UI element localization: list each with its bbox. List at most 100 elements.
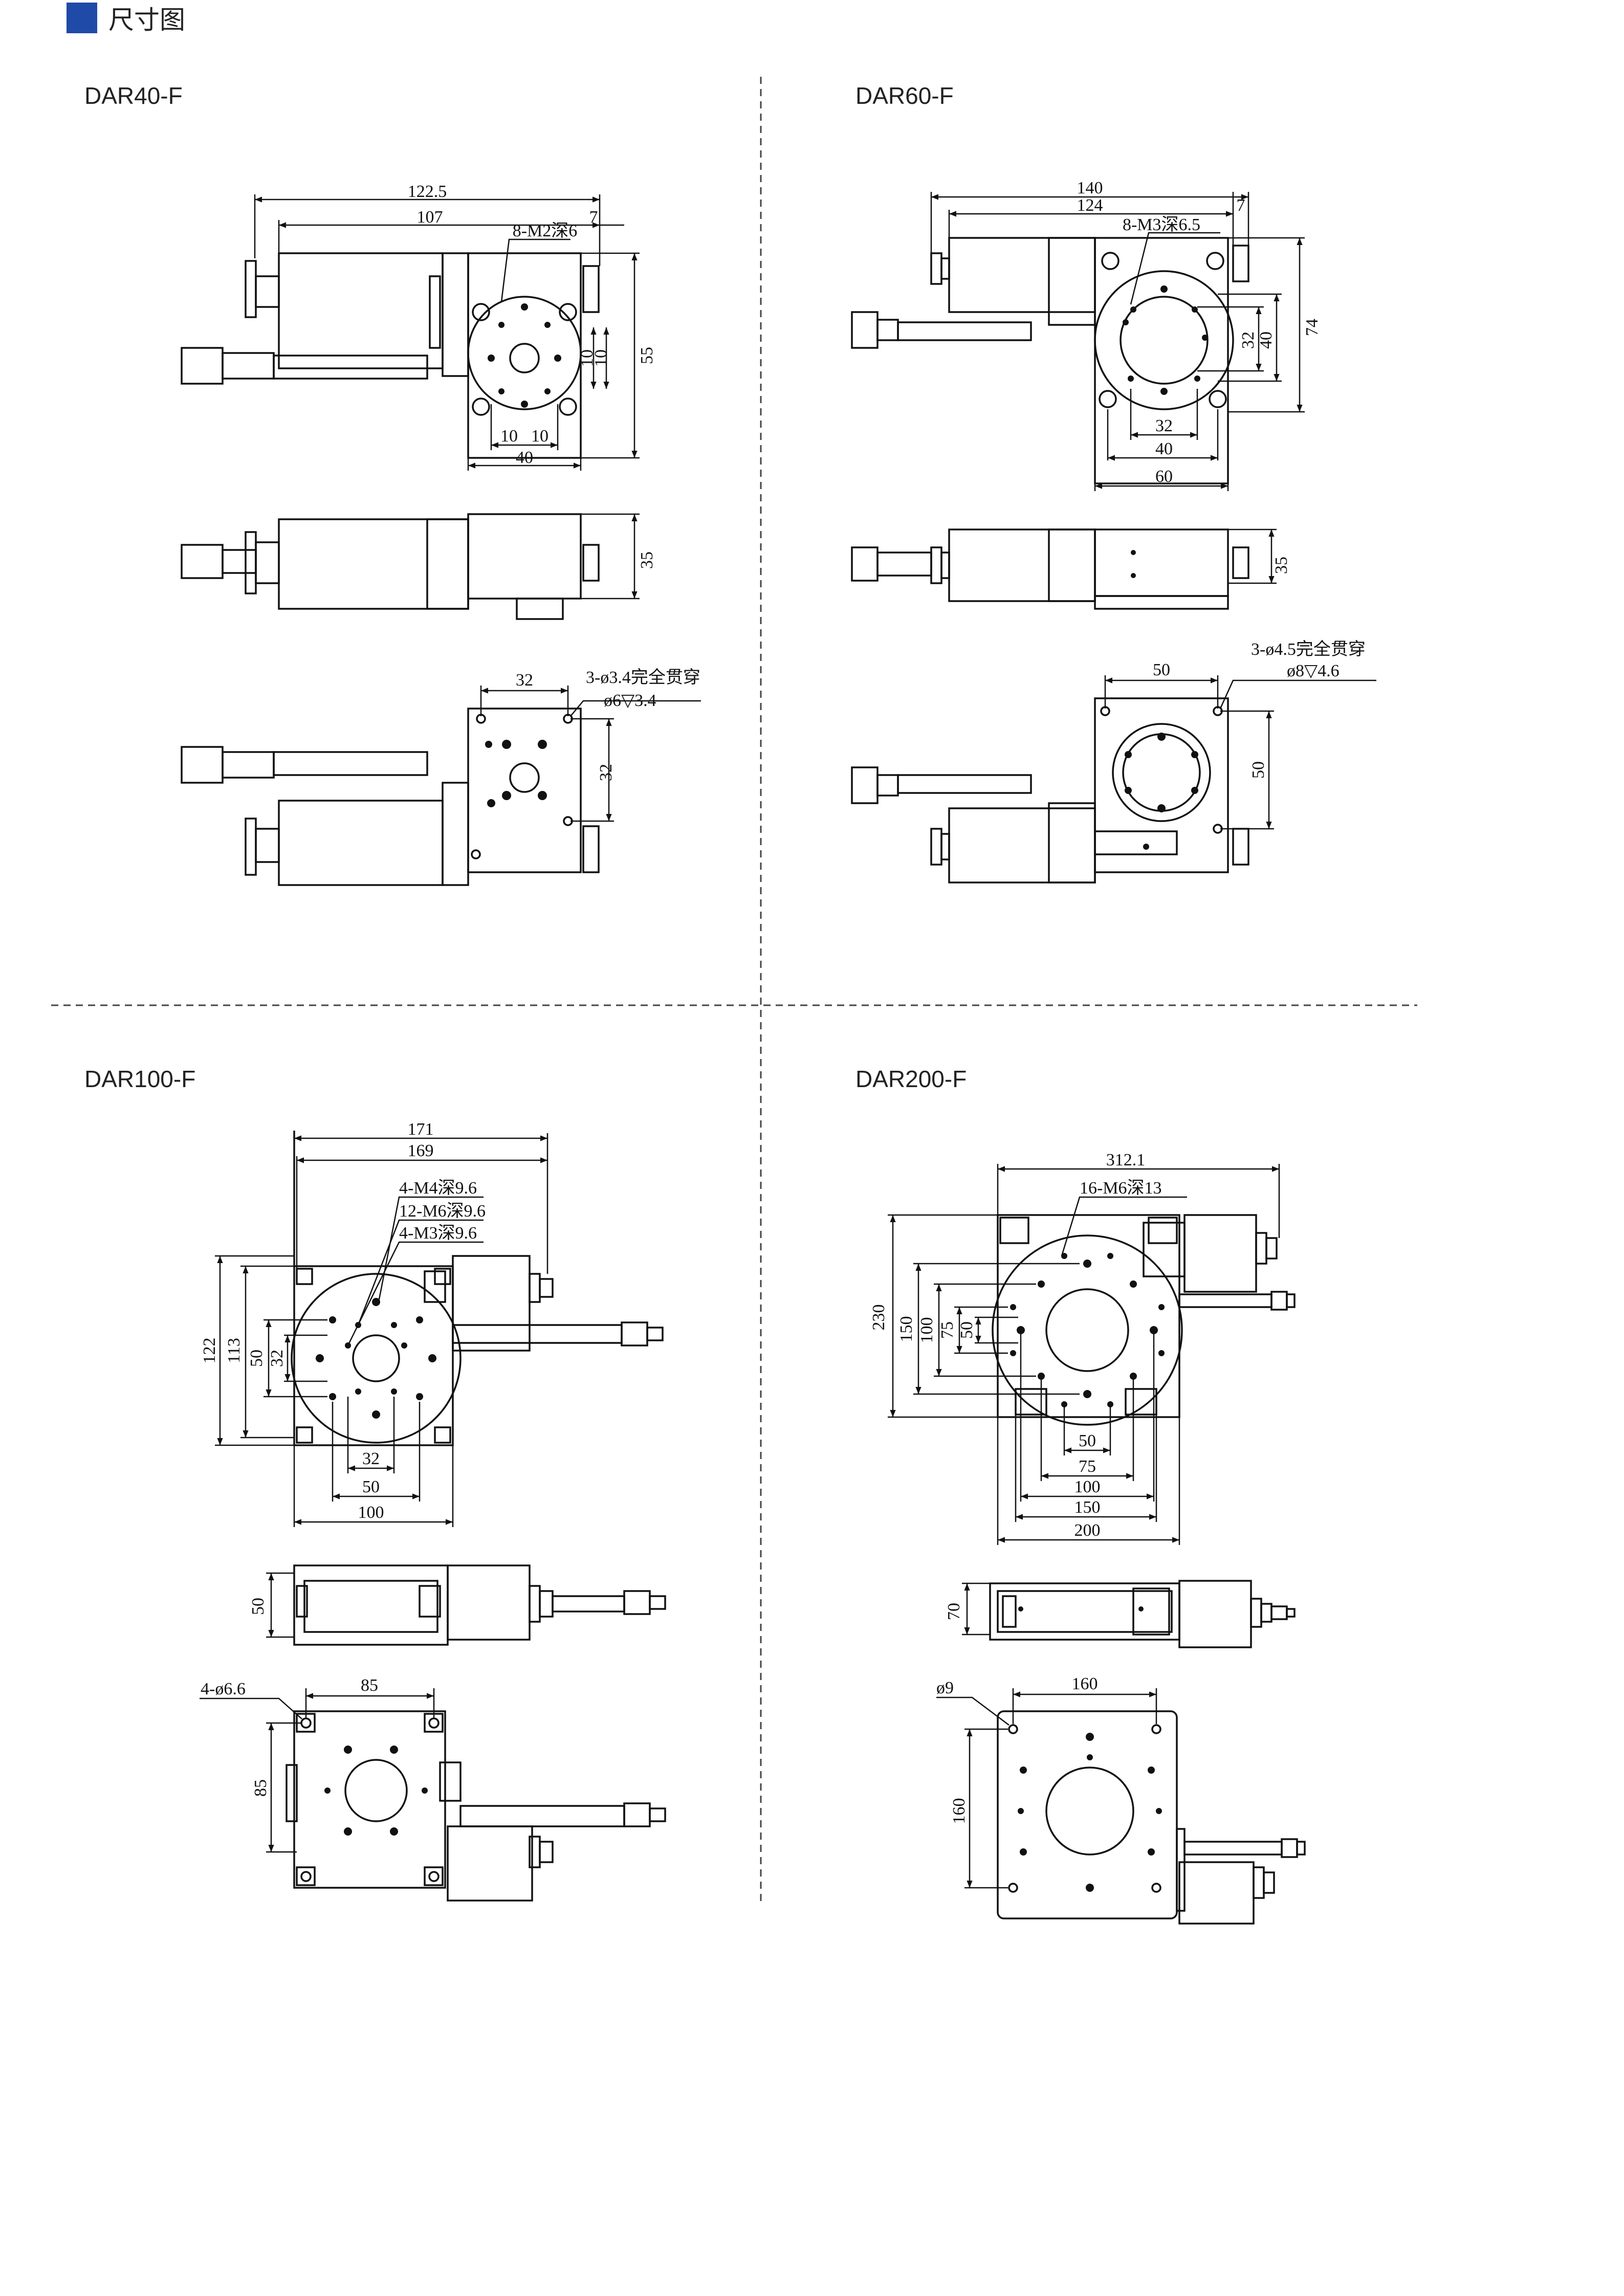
dar60-bottom-dim-text: 50 50 3-ø4.5完全贯穿 ø8▽4.6 <box>1153 639 1366 779</box>
dar60-bottom-dim-width: 50 <box>1153 660 1170 679</box>
dar60-side-dims <box>1228 528 1277 584</box>
dar200-dim-width-50: 50 <box>1079 1431 1096 1450</box>
dar200-dim-hole-span-100: 100 <box>917 1317 936 1343</box>
dar40-dim-hole-spacing-b: 10 <box>591 349 610 367</box>
dar60-bottom-counterbore: ø8▽4.6 <box>1287 661 1340 680</box>
dar40-dim-offset: 7 <box>589 208 598 227</box>
dar100-dim-hole-pitch: 32 <box>268 1350 287 1367</box>
dar100-bottom-holes <box>324 1746 428 1836</box>
dar40-bottom-dim-text: 32 32 3-ø3.4完全贯穿 ø6▽3.4 <box>516 668 700 781</box>
dar60-dim-hole-width-b: 40 <box>1155 439 1173 458</box>
dar100-dim-height: 122 <box>200 1338 219 1364</box>
section-marker <box>67 3 97 33</box>
dar60-bottom-holes <box>1125 733 1198 850</box>
dar200-dim-length-overall: 312.1 <box>1106 1151 1146 1169</box>
dar100-top-dim-text: 171 169 4-M4深9.6 12-M6深9.6 4-M3深9.6 122 … <box>200 1120 486 1522</box>
dar100-dim-length-body: 169 <box>408 1141 434 1160</box>
dar60-side-holes <box>1131 550 1136 578</box>
dar200-dim-width-100: 100 <box>1074 1477 1101 1496</box>
dar60-dim-length-body: 124 <box>1077 196 1103 215</box>
dar60-dim-length-overall: 140 <box>1077 179 1103 197</box>
dar100-dim-length-overall: 171 <box>408 1120 434 1139</box>
dar40-bottom-counterbore: ø6▽3.4 <box>604 691 656 710</box>
dar40-bottom-dim-width: 32 <box>516 671 533 690</box>
dar200-side-holes <box>1018 1606 1144 1611</box>
dar40-side-view <box>181 513 600 620</box>
dar40-side-dims <box>581 513 640 600</box>
dar100-top-view <box>291 1131 664 1446</box>
dar60-dim-width: 60 <box>1155 467 1173 486</box>
dar40-bottom-dim-height: 32 <box>597 764 616 781</box>
model-label-dar100: DAR100-F <box>84 1066 196 1092</box>
dar40-dim-length-overall: 122.5 <box>408 182 447 201</box>
dar200-dim-width-200: 200 <box>1074 1521 1101 1540</box>
dar200-side-dims <box>962 1582 990 1636</box>
dar200-dim-hole-span-50: 50 <box>957 1321 976 1339</box>
dar100-side-dims <box>266 1572 294 1638</box>
dar200-top-dim-text: 312.1 16-M6深13 230 150 100 75 50 50 75 1… <box>869 1151 1162 1540</box>
dar60-dim-height: 74 <box>1303 319 1322 336</box>
dar100-hole-callout-m3: 4-M3深9.6 <box>399 1224 477 1243</box>
dar100-bottom-dims <box>200 1688 435 1853</box>
dar40-bottom-view <box>181 708 600 886</box>
dar40-bottom-dims <box>480 686 701 822</box>
dar200-side-dim-height: 70 <box>945 1603 963 1620</box>
dar60-bottom-dim-height: 50 <box>1249 761 1268 779</box>
dar60-dim-offset: 7 <box>1237 196 1245 215</box>
dar200-dim-hole-span-75: 75 <box>938 1321 957 1339</box>
dar60-top-holes <box>1123 285 1208 395</box>
dar200-bottom-view <box>997 1710 1306 1925</box>
dar100-dim-plate-height: 113 <box>225 1338 244 1363</box>
section-header: 尺寸图 <box>0 0 185 36</box>
dar40-hole-callout: 8-M2深6 <box>513 222 578 240</box>
dar200-bottom-dim-text: 160 160 ø9 <box>936 1674 1098 1824</box>
dar60-top-dim-text: 140 124 7 8-M3深6.5 74 40 32 32 40 60 <box>1077 179 1322 486</box>
dar40-dim-width: 40 <box>516 448 533 467</box>
dar60-bottom-dims <box>1104 675 1376 830</box>
dar200-top-dims <box>888 1164 1280 1545</box>
dar60-side-dim-height: 35 <box>1272 557 1291 574</box>
dar100-dim-hole-span: 50 <box>247 1350 266 1367</box>
dar100-side-view <box>293 1564 666 1646</box>
dar60-top-view <box>851 237 1249 484</box>
dar200-dim-width-75: 75 <box>1079 1457 1096 1476</box>
dar40-dim-length-body: 107 <box>417 208 443 227</box>
dar100-bottom-dim-text: 85 85 4-ø6.6 <box>201 1676 378 1797</box>
dar100-top-holes <box>316 1298 436 1419</box>
model-label-dar60: DAR60-F <box>855 82 954 109</box>
dar100-dim-hole-width-b: 50 <box>362 1477 380 1496</box>
dar100-bottom-dim-height: 85 <box>251 1779 270 1797</box>
dar100-bottom-view <box>286 1710 666 1902</box>
dar100-bottom-hole-callout: 4-ø6.6 <box>201 1680 246 1698</box>
dar200-dim-height: 230 <box>869 1305 888 1331</box>
dar60-top-dims <box>930 192 1305 491</box>
model-label-dar200: DAR200-F <box>855 1066 967 1092</box>
dar40-dim-height: 55 <box>638 347 656 364</box>
dar60-dim-hole-pitch: 32 <box>1239 332 1258 349</box>
dar40-top-dim-text: 122.5 107 7 8-M2深6 55 10 10 10 10 40 <box>408 182 656 467</box>
dar100-hole-callout-m4: 4-M4深9.6 <box>399 1179 477 1198</box>
dar200-hole-callout: 16-M6深13 <box>1080 1179 1162 1198</box>
dar40-dim-hole-width-a: 10 <box>500 427 518 446</box>
section-title: 尺寸图 <box>108 6 185 34</box>
dar40-bottom-hole-callout: 3-ø3.4完全贯穿 <box>586 668 700 687</box>
dar60-dim-hole-width-a: 32 <box>1155 416 1173 435</box>
dar200-bottom-dim-height: 160 <box>950 1798 969 1824</box>
dar200-side-view <box>989 1580 1296 1648</box>
dar40-side-dim-height: 35 <box>638 551 656 569</box>
dar40-top-dims <box>254 194 640 471</box>
dar100-bottom-dim-width: 85 <box>361 1676 378 1695</box>
dar200-bottom-hole-callout: ø9 <box>936 1679 954 1697</box>
dar100-dim-width: 100 <box>358 1503 384 1522</box>
model-label-dar40: DAR40-F <box>84 82 183 109</box>
dar40-top-holes <box>488 303 561 408</box>
dar200-bottom-dim-width: 160 <box>1072 1674 1098 1693</box>
dar200-dim-hole-span-150: 150 <box>897 1316 916 1342</box>
dar200-top-holes <box>1010 1253 1165 1407</box>
dar100-hole-callout-m6: 12-M6深9.6 <box>399 1202 486 1221</box>
dar60-bottom-hole-callout: 3-ø4.5完全贯穿 <box>1251 639 1366 659</box>
dar200-dim-width-150: 150 <box>1074 1498 1101 1517</box>
dar60-side-view <box>851 528 1249 610</box>
dar100-top-dims <box>215 1133 548 1527</box>
